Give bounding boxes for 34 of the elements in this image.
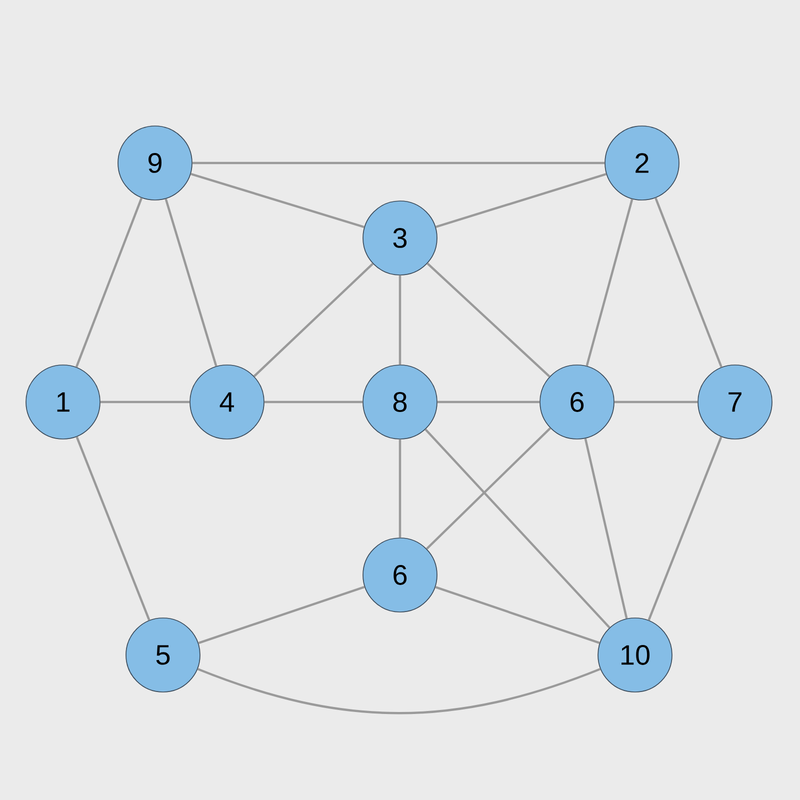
edge-line bbox=[435, 173, 607, 228]
graph-vertex: 4 bbox=[190, 364, 264, 440]
edge-line bbox=[424, 428, 610, 628]
edge-line bbox=[164, 198, 218, 366]
graph-vertex: 8 bbox=[362, 364, 438, 440]
graph-vertex: 6 bbox=[362, 538, 438, 612]
graph-vertex: 6 bbox=[540, 364, 614, 440]
graph-vertex: 2 bbox=[604, 126, 680, 200]
edge-line bbox=[253, 262, 374, 378]
edge-line bbox=[614, 400, 698, 404]
edge-line bbox=[76, 436, 150, 621]
edge-line bbox=[100, 400, 190, 404]
edge-line bbox=[584, 438, 628, 619]
edge-line bbox=[190, 172, 365, 228]
edge-line bbox=[654, 197, 722, 368]
edge-line bbox=[197, 668, 601, 714]
edge-line bbox=[192, 162, 605, 164]
edge-line bbox=[648, 436, 722, 621]
edge-line bbox=[426, 427, 552, 550]
edge-line bbox=[264, 400, 363, 404]
edge-line bbox=[435, 586, 600, 644]
graph-vertex: 5 bbox=[126, 618, 200, 692]
graph-vertex: 3 bbox=[362, 200, 438, 276]
edge-line bbox=[586, 198, 634, 366]
edge-line bbox=[398, 275, 402, 365]
graph-vertex: 7 bbox=[698, 364, 772, 440]
graph-vertex: 1 bbox=[26, 364, 100, 440]
edge-line bbox=[198, 586, 365, 644]
edge-line bbox=[398, 439, 402, 538]
graph-vertex: 10 bbox=[598, 618, 672, 692]
edge-line bbox=[437, 400, 540, 404]
graph-vertex: 9 bbox=[118, 126, 192, 200]
edge-line bbox=[75, 198, 143, 368]
edge-line bbox=[426, 262, 550, 378]
